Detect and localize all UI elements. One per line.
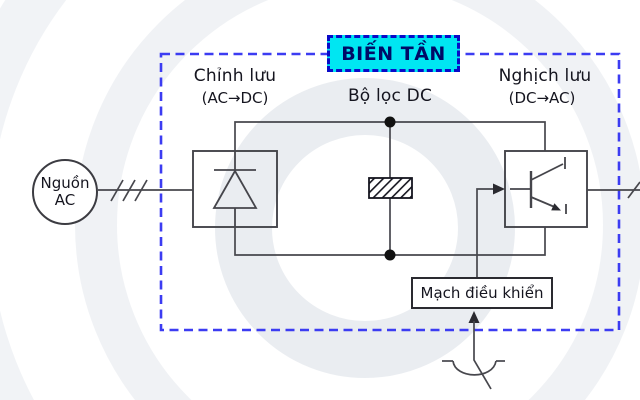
adjust-input-arrow-icon (442, 311, 505, 390)
control-to-inverter-arrow (476, 183, 505, 277)
control-circuit-label: Mạch điều khiển (420, 284, 544, 302)
junction-dot-top (384, 116, 396, 128)
output-slash-icon (627, 181, 640, 199)
output-wire (587, 181, 640, 199)
inverter-label: Nghịch lưu (498, 66, 592, 86)
capacitor-filter-icon (368, 122, 413, 255)
ac-source-line1: Nguồn (40, 174, 90, 192)
title-box: BIẾN TẦN (327, 35, 460, 72)
inverter-boundary-dashed (159, 52, 621, 332)
ac-source-circle: Nguồn AC (32, 159, 98, 225)
diode-icon (212, 151, 258, 227)
inverter-sublabel: (DC→AC) (508, 89, 576, 107)
junction-dot-bottom (384, 249, 396, 261)
ac-source-line2: AC (54, 191, 76, 209)
three-phase-slashes-icon (110, 179, 148, 202)
rectifier-sublabel: (AC→DC) (201, 89, 269, 107)
control-circuit-box: Mạch điều khiển (411, 277, 553, 309)
rectifier-label: Chỉnh lưu (193, 66, 277, 86)
title-label: BIẾN TẦN (341, 42, 446, 65)
dc-filter-label: Bộ lọc DC (347, 86, 433, 106)
transistor-icon (510, 157, 567, 214)
